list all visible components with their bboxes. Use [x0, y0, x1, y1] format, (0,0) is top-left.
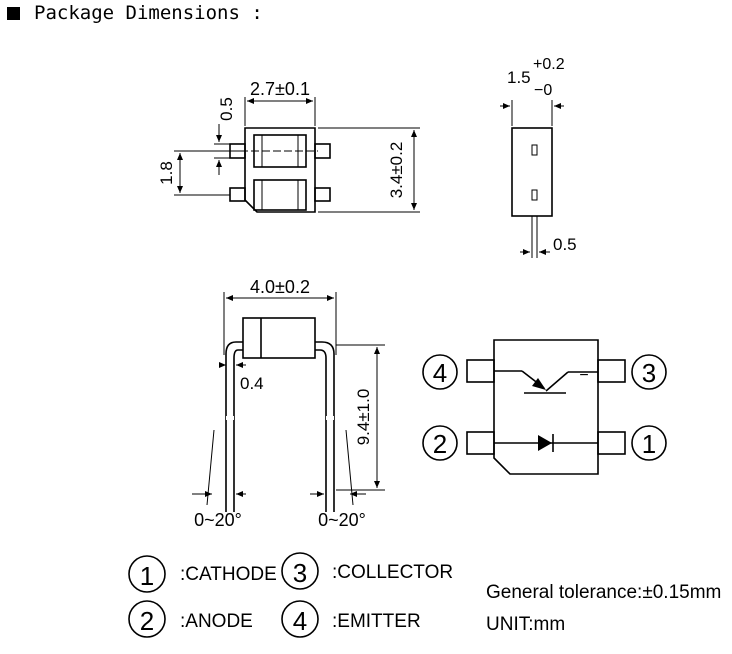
top-view-pitch-dim: 1.8: [157, 161, 176, 185]
pin-circle-3: [631, 354, 667, 390]
legend-circle: [128, 600, 166, 638]
schematic-pad-2: [466, 431, 495, 455]
legend-item: 1 :CATHODE: [128, 555, 277, 593]
legend-item: 3 :COLLECTOR: [281, 552, 453, 590]
emitter-arrow-icon: [532, 378, 546, 390]
schematic-body: [493, 339, 599, 475]
legend-number: 3: [293, 558, 307, 588]
schematic-pad-1: [597, 431, 626, 455]
pin-number-3: 3: [642, 358, 656, 388]
top-view-body: [244, 127, 316, 213]
legend-item: 2 :ANODE: [128, 600, 253, 638]
legend-label: :COLLECTOR: [332, 562, 453, 583]
top-view-pad: [229, 187, 246, 202]
top-view-width-dim: 2.7±0.1: [250, 79, 310, 99]
legend-circle: [281, 552, 319, 590]
diode-triangle-icon: [538, 435, 552, 451]
schematic-pad-3: [597, 359, 626, 383]
legend-number: 1: [140, 561, 154, 591]
legend-label: :CATHODE: [180, 564, 277, 585]
unit-note: UNIT:mm: [486, 614, 565, 635]
top-view-height-dim: 3.4±0.2: [387, 142, 406, 199]
side-view-thickness-dim: 1.5: [507, 68, 531, 87]
front-view-lead-width-dim: 0.4: [240, 374, 264, 393]
side-view: 1.5 +0.2 −0 0.5: [500, 56, 577, 258]
top-view-pad: [314, 143, 331, 159]
page-title: Package Dimensions :: [34, 2, 263, 24]
schematic-pad-4: [466, 359, 495, 383]
front-view-angle-right: 0~20°: [318, 510, 366, 530]
pin-circle-4: [422, 354, 458, 390]
side-view-slot: [531, 189, 538, 201]
side-view-slot: [531, 144, 538, 156]
pin-number-2: 2: [433, 429, 447, 459]
phototransistor-symbol: [494, 370, 598, 394]
legend-label: :ANODE: [180, 611, 253, 632]
side-view-tol-plus: +0.2: [533, 56, 565, 73]
pin-circle-2: [422, 425, 458, 461]
pin-number-1: 1: [642, 429, 656, 459]
pin-legend: 1 :CATHODE 2 :ANODE 3 :COLLECTOR 4 :EMIT…: [128, 552, 453, 638]
front-view-angle-left: 0~20°: [194, 510, 242, 530]
legend-number: 2: [140, 606, 154, 636]
legend-circle: [281, 600, 319, 638]
schematic: 4 3 2 1 −: [422, 339, 667, 475]
legend-circle: [128, 555, 166, 593]
side-view-lead-dim: 0.5: [553, 235, 577, 254]
pin-circle-1: [631, 425, 667, 461]
front-view: 4.0±0.2 0.4 9.4±1.0 0~20° 0~20°: [192, 277, 385, 530]
schematic-minus-mark: −: [579, 367, 588, 384]
front-view-body: [242, 317, 316, 359]
top-view-pad: [314, 187, 331, 202]
pin-number-4: 4: [433, 358, 447, 388]
legend-item: 4 :EMITTER: [281, 600, 421, 638]
side-view-tol-minus: −0: [534, 82, 552, 99]
bullet-square-icon: [7, 7, 20, 20]
led-diode-symbol: [494, 434, 598, 452]
top-view-pad-dim: 0.5: [217, 97, 236, 121]
side-view-body: [511, 127, 553, 217]
top-view-chip-lower: [253, 179, 307, 211]
front-view-width-dim: 4.0±0.2: [250, 277, 310, 297]
top-view: 2.7±0.1 0.5 1.8 3.4±0.2: [157, 79, 420, 213]
legend-label: :EMITTER: [332, 611, 421, 632]
header: Package Dimensions :: [7, 2, 263, 24]
notes: General tolerance:±0.15mm UNIT:mm: [486, 582, 721, 635]
front-view-lead-length-dim: 9.4±1.0: [354, 389, 373, 446]
legend-number: 4: [293, 606, 307, 636]
general-tolerance-note: General tolerance:±0.15mm: [486, 582, 721, 603]
